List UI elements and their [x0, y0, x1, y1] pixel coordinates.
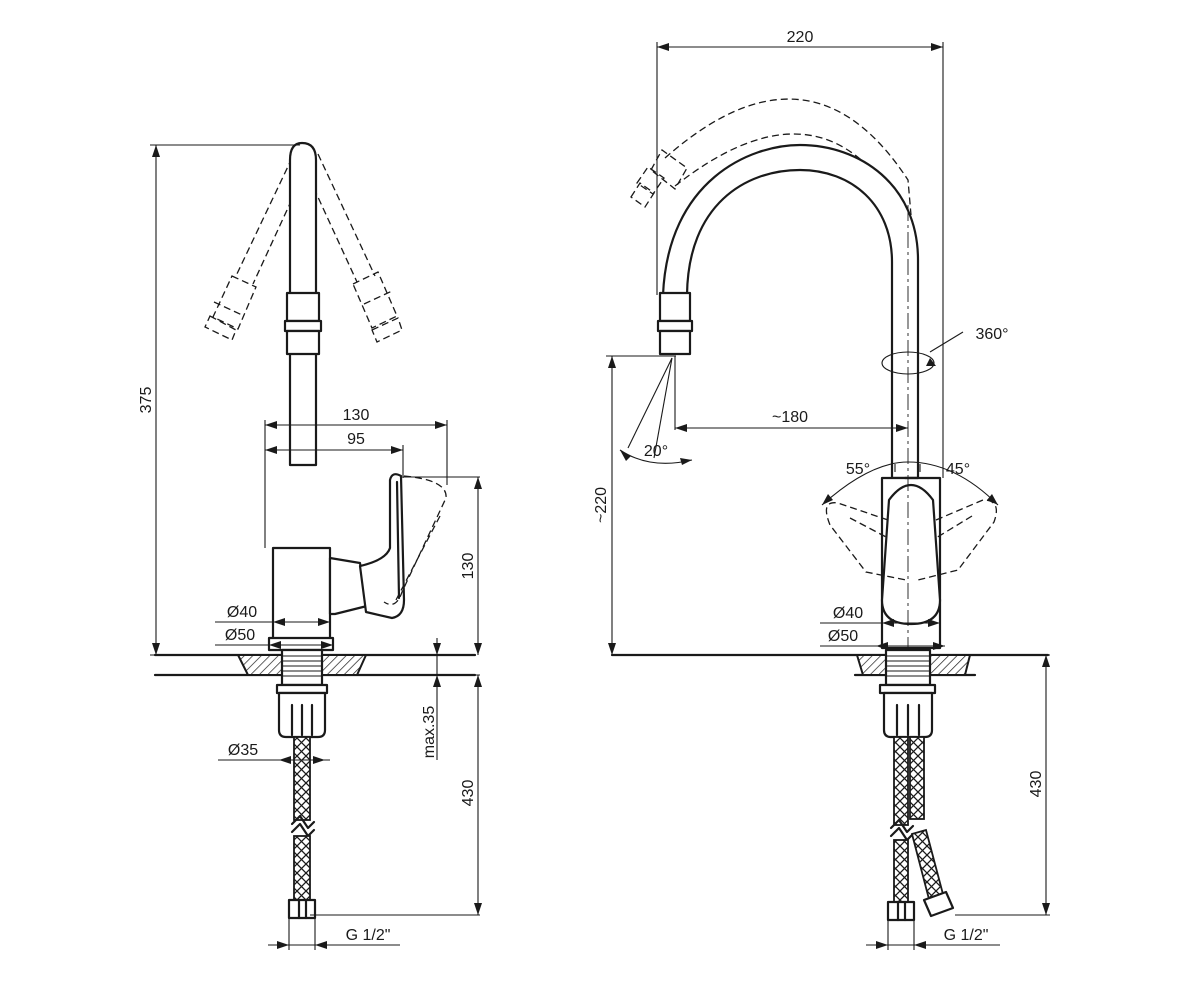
side-thread-label: G 1/2"	[346, 927, 391, 944]
side-lever-reach-label: 130	[343, 407, 370, 424]
front-hoses	[886, 736, 955, 922]
front-body-diameter-label: Ø40	[833, 605, 863, 622]
side-dimensions	[150, 144, 482, 950]
side-shank-diameter-label: Ø35	[228, 742, 258, 759]
side-body-reach-label: 95	[347, 431, 365, 448]
side-body	[271, 546, 332, 650]
front-spout-reach-label: ~180	[772, 409, 808, 426]
side-labels: 375 130 95 130 Ø40 Ø50 max.35 430 Ø35 G …	[138, 387, 477, 944]
front-body	[880, 476, 942, 650]
front-hose-length-label: 430	[1028, 771, 1045, 798]
front-thread-label: G 1/2"	[944, 927, 989, 944]
front-lever-alternate-positions	[825, 499, 997, 581]
front-labels: 220 360° ~180 20° ~220 55° 45° Ø40 Ø50 4…	[593, 29, 1045, 944]
side-mounting-nut	[275, 683, 329, 739]
side-spout	[283, 141, 323, 467]
side-lever-housing	[328, 556, 369, 616]
side-lever	[358, 473, 447, 620]
front-dimensions	[606, 42, 1050, 950]
side-hose	[287, 736, 317, 920]
front-spout-height-label: ~220	[593, 487, 610, 523]
side-hose-length-label: 430	[460, 780, 477, 807]
front-rotation-label: 360°	[975, 326, 1008, 343]
front-mounting-nut	[878, 683, 937, 739]
side-view: 375 130 95 130 Ø40 Ø50 max.35 430 Ø35 G …	[138, 141, 482, 950]
front-overall-width-label: 220	[787, 29, 814, 46]
side-body-diameter-label: Ø40	[227, 604, 257, 621]
side-total-height-label: 375	[138, 387, 155, 414]
side-base-diameter-label: Ø50	[225, 627, 255, 644]
side-max-deck-label: max.35	[421, 706, 438, 759]
front-base-diameter-label: Ø50	[828, 628, 858, 645]
front-lever-right-label: 45°	[946, 461, 970, 478]
side-body-height-label: 130	[460, 553, 477, 580]
front-lever-left-label: 55°	[846, 461, 870, 478]
front-spout-angle-label: 20°	[644, 443, 668, 460]
front-spout	[656, 143, 920, 480]
front-view: 220 360° ~180 20° ~220 55° 45° Ø40 Ø50 4…	[593, 29, 1050, 950]
